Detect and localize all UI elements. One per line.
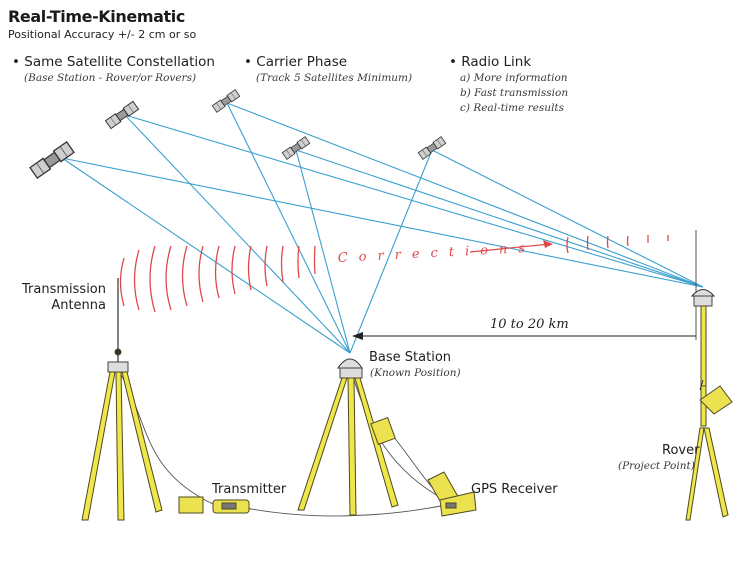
base-station-sublabel: (Known Position) bbox=[370, 367, 461, 379]
transmission-antenna-tripod bbox=[81, 278, 163, 521]
feature-radio-link: • Radio Link bbox=[449, 54, 532, 70]
rover-sublabel: (Project Point) bbox=[618, 460, 695, 472]
satellite-icon bbox=[281, 136, 311, 160]
satellite-signal-lines bbox=[61, 102, 704, 354]
transmitter-equipment bbox=[178, 496, 250, 514]
corrections-arrow-icon bbox=[543, 240, 553, 248]
base-station-tripod bbox=[297, 358, 399, 516]
transmission-antenna-label: Transmission Antenna bbox=[18, 282, 106, 314]
gps-receiver-label: GPS Receiver bbox=[471, 482, 558, 497]
satellite-icon bbox=[29, 141, 75, 179]
feature-satellite-constellation-note: (Base Station - Rover/or Rovers) bbox=[24, 72, 197, 84]
satellite-icon bbox=[211, 89, 241, 113]
radio-link-item-a: a) More information bbox=[460, 72, 568, 84]
feature-carrier-phase: • Carrier Phase bbox=[244, 54, 348, 70]
rover-pole bbox=[685, 289, 733, 521]
base-radio-box bbox=[370, 416, 396, 446]
transmission-antenna-label-line1: Transmission bbox=[22, 282, 106, 297]
feature-carrier-phase-note: (Track 5 Satellites Minimum) bbox=[256, 72, 413, 84]
transmitter-label: Transmitter bbox=[212, 482, 287, 497]
transmission-antenna-label-line2: Antenna bbox=[51, 298, 106, 313]
radio-wave-arcs bbox=[119, 235, 669, 313]
diagram-title: Real-Time-Kinematic bbox=[8, 7, 185, 26]
diagram-subtitle: Positional Accuracy +/- 2 cm or so bbox=[8, 28, 197, 41]
radio-link-item-b: b) Fast transmission bbox=[460, 87, 569, 99]
rover-label: Rover bbox=[662, 443, 700, 458]
feature-satellite-constellation: • Same Satellite Constellation bbox=[12, 54, 215, 70]
corrections-label: Corrections bbox=[337, 241, 536, 266]
base-station-label: Base Station bbox=[369, 350, 452, 365]
gps-receiver-equipment bbox=[427, 471, 477, 517]
satellite-icon bbox=[417, 136, 447, 160]
radio-link-item-c: c) Real-time results bbox=[460, 102, 565, 114]
distance-arrow bbox=[352, 230, 697, 340]
distance-label: 10 to 20 km bbox=[490, 317, 569, 332]
